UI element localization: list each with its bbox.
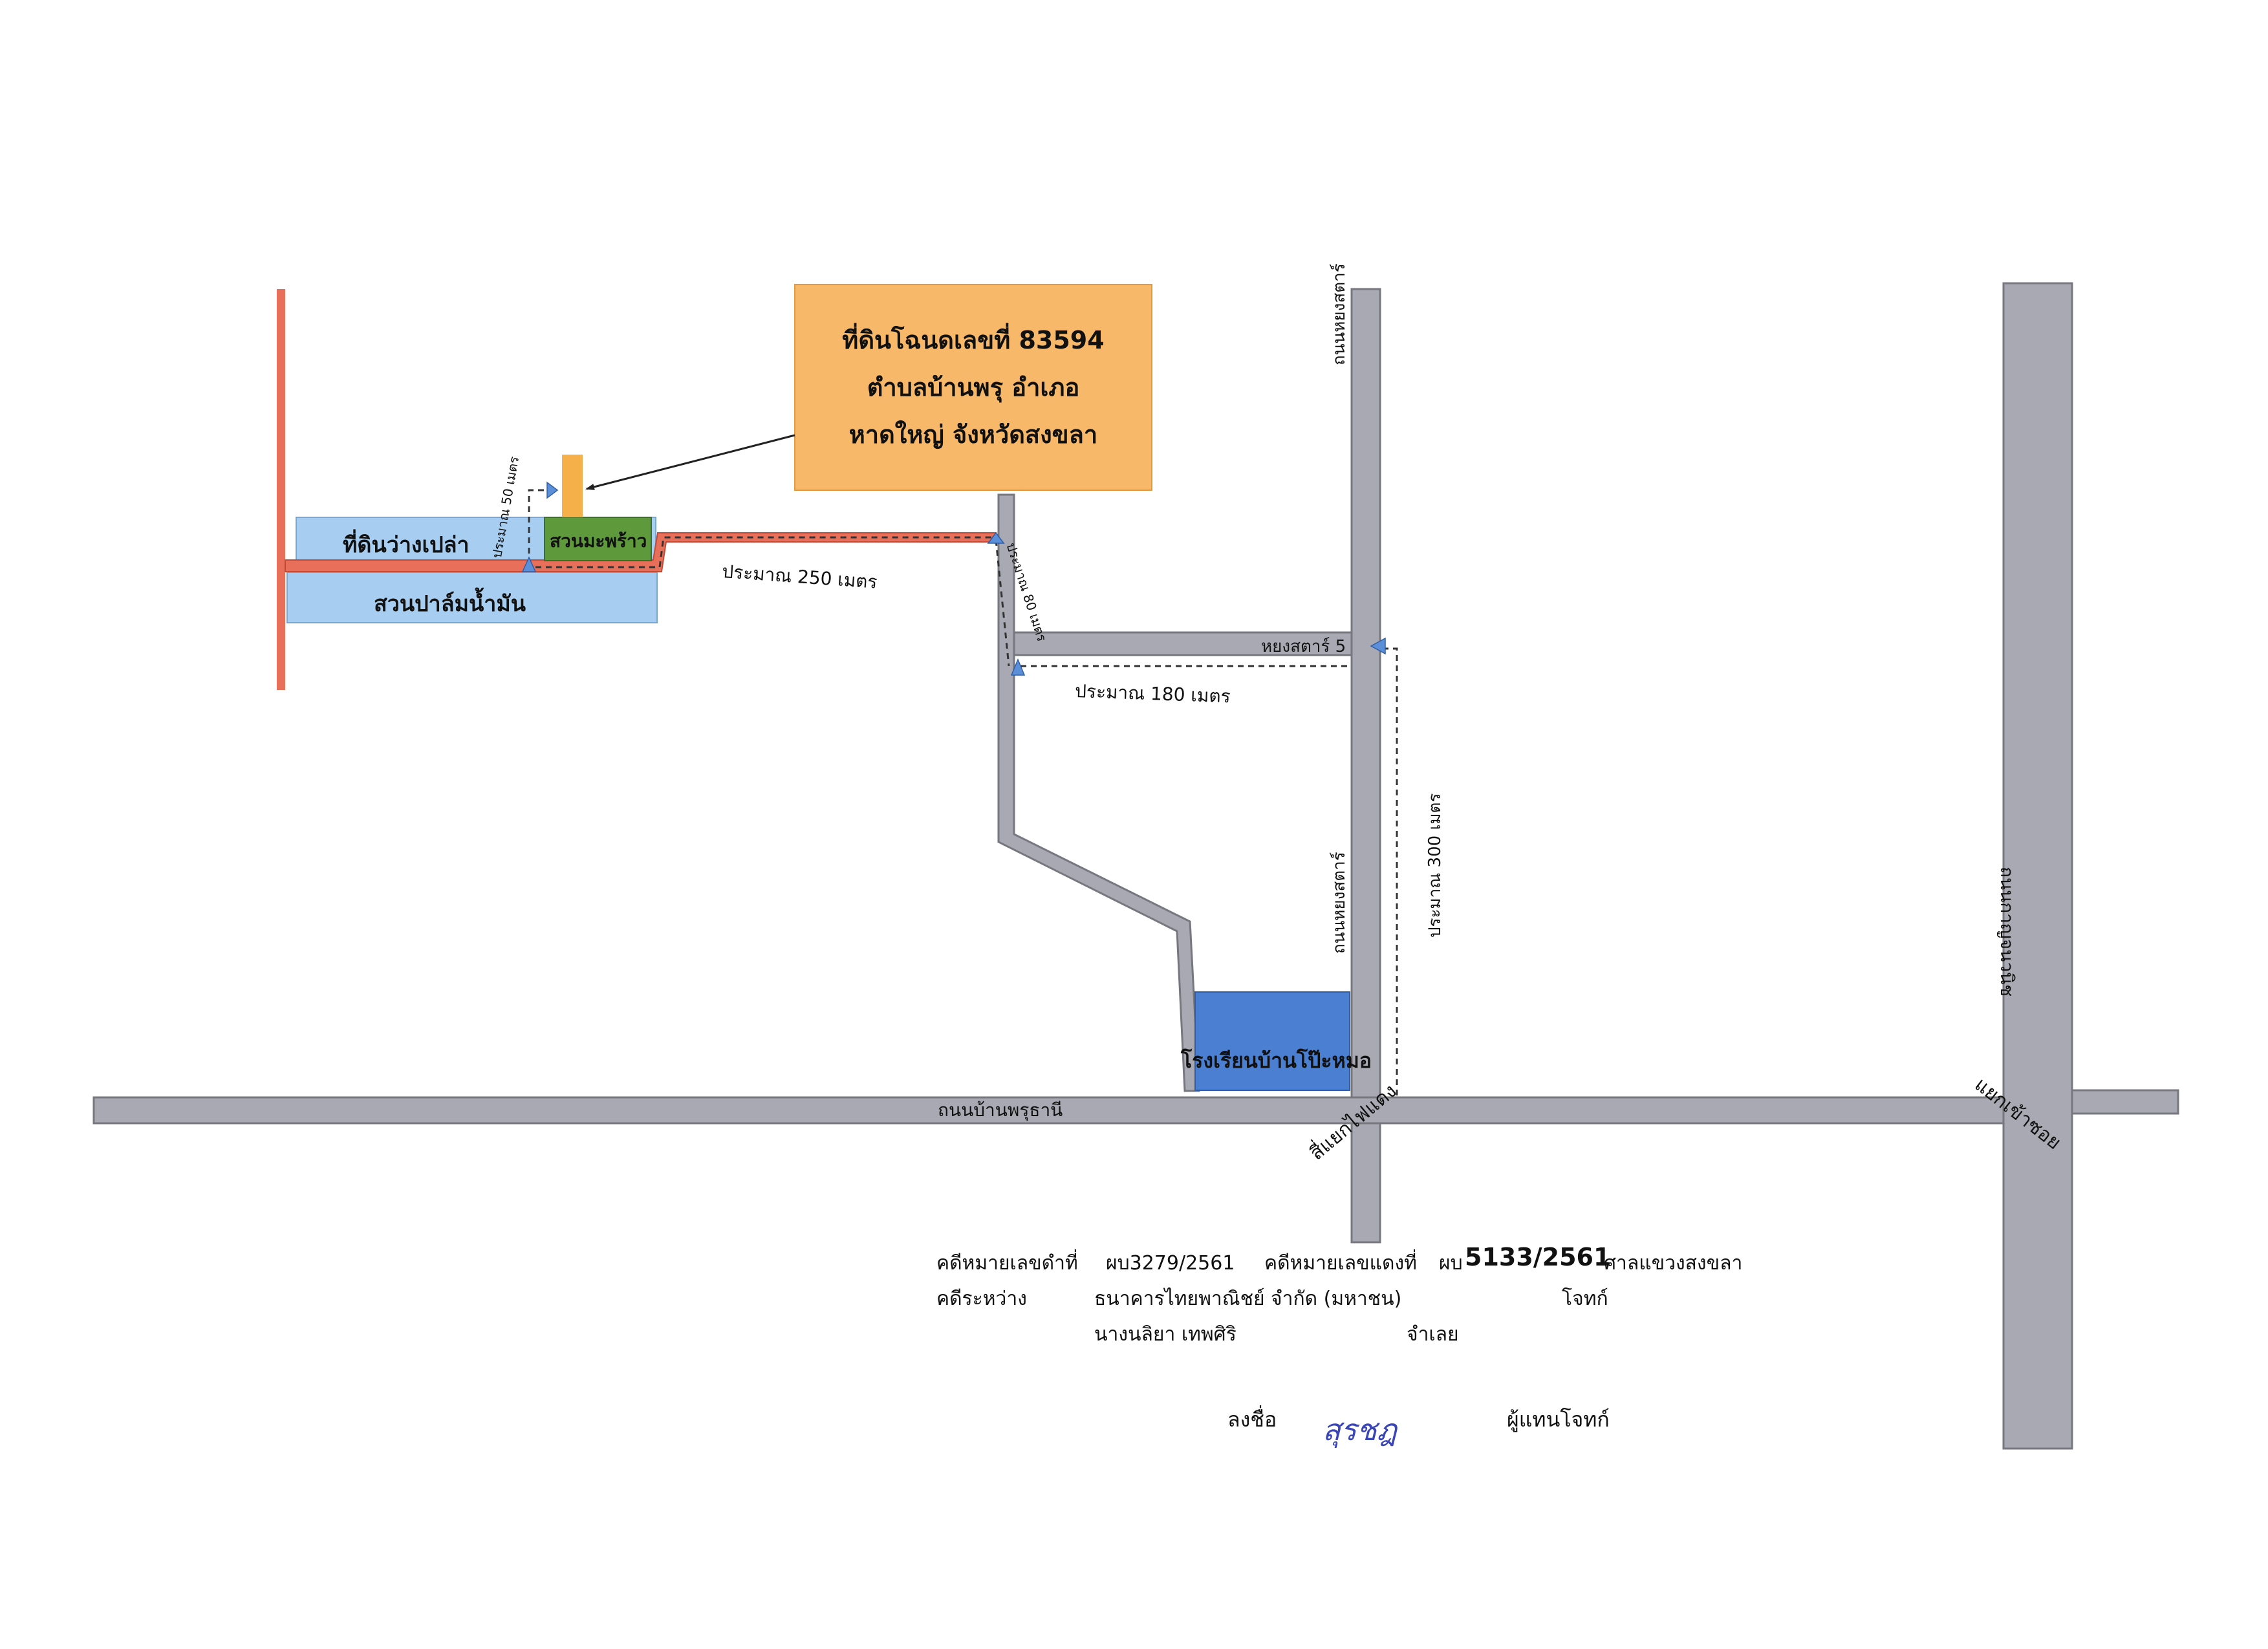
blue-arrow-left-1 bbox=[1370, 637, 1386, 655]
value-red-case: 5133/2561 bbox=[1465, 1243, 1611, 1271]
road-hong-star-5 bbox=[1011, 631, 1353, 656]
label-between: คดีระหว่าง bbox=[936, 1288, 1027, 1310]
label-distance-180: ประมาณ 180 เมตร bbox=[1074, 680, 1231, 707]
blue-arrow-up-1 bbox=[521, 556, 537, 572]
dashed-route-80 bbox=[995, 539, 1010, 667]
road-hong-star bbox=[1350, 288, 1381, 1099]
value-red-case-prefix: ผบ bbox=[1439, 1252, 1463, 1275]
value-plaintiff-role: โจทก์ bbox=[1562, 1288, 1608, 1310]
dashed-route-300 bbox=[1383, 647, 1398, 1095]
blue-arrow-corner bbox=[987, 532, 1005, 544]
value-defendant-role: จำเลย bbox=[1407, 1323, 1459, 1346]
leader-line bbox=[585, 434, 795, 490]
label-hong-star-5: หยงสตาร์ 5 bbox=[1261, 637, 1346, 656]
label-palm-garden: สวนปาล์มน้ำมัน bbox=[374, 591, 526, 617]
blue-arrow-up-2 bbox=[1010, 658, 1026, 676]
label-black-case: คดีหมายเลขดำที่ bbox=[936, 1252, 1078, 1275]
value-defendant: นางนลิยา เทพศิริ bbox=[1094, 1323, 1237, 1346]
title-box bbox=[794, 284, 1152, 491]
road-hong-star-south-stub bbox=[1350, 1122, 1381, 1244]
red-boundary-road bbox=[277, 289, 285, 690]
label-red-case: คดีหมายเลขแดงที่ bbox=[1264, 1252, 1417, 1275]
area-coconut-garden bbox=[544, 517, 652, 561]
dashed-route-250 bbox=[535, 536, 996, 568]
label-signer-role: ผู้แทนโจทก์ bbox=[1507, 1407, 1610, 1432]
title-line-2: ตำบลบ้านพรุ อำเภอ bbox=[867, 373, 1080, 402]
value-plaintiff: ธนาคารไทยพาณิชย์ จำกัด (มหาชน) bbox=[1094, 1288, 1402, 1310]
road-ban-phru-thani bbox=[92, 1096, 2005, 1125]
road-kanchanavanich bbox=[2002, 282, 2073, 1450]
label-coconut-garden: สวนมะพร้าว bbox=[550, 530, 647, 552]
area-school bbox=[1194, 991, 1350, 1091]
label-hong-star-north: ถนนหยงสตาร์ bbox=[1330, 263, 1349, 365]
label-sign: ลงชื่อ bbox=[1227, 1407, 1277, 1432]
area-palm-garden bbox=[286, 572, 658, 623]
road-ban-phru-thani-east bbox=[2071, 1089, 2179, 1115]
label-distance-300: ประมาณ 300 เมตร bbox=[1425, 793, 1445, 938]
label-kanchanavanich: ถนนกาญจนวนิช bbox=[1996, 867, 2018, 997]
label-hong-star-south: ถนนหยงสตาร์ bbox=[1330, 852, 1349, 954]
title-line-1: ที่ดินโฉนดเลขที่ 83594 bbox=[842, 326, 1105, 354]
target-plot-marker bbox=[562, 455, 583, 517]
value-court: ศาลแขวงสงขลา bbox=[1604, 1252, 1743, 1275]
label-empty-land: ที่ดินว่างเปล่า bbox=[343, 532, 470, 558]
title-line-3: หาดใหญ่ จังหวัดสงขลา bbox=[848, 420, 1098, 449]
label-ban-phru-thani: ถนนบ้านพรุธานี bbox=[938, 1099, 1063, 1121]
blue-arrow-right-1 bbox=[546, 481, 559, 499]
dashed-route-50 bbox=[528, 489, 548, 564]
handwritten-signature: สุรชฎ bbox=[1323, 1412, 1397, 1447]
value-black-case: ผบ3279/2561 bbox=[1106, 1252, 1235, 1275]
label-school: โรงเรียนบ้านโป๊ะหมอ bbox=[1181, 1048, 1372, 1073]
